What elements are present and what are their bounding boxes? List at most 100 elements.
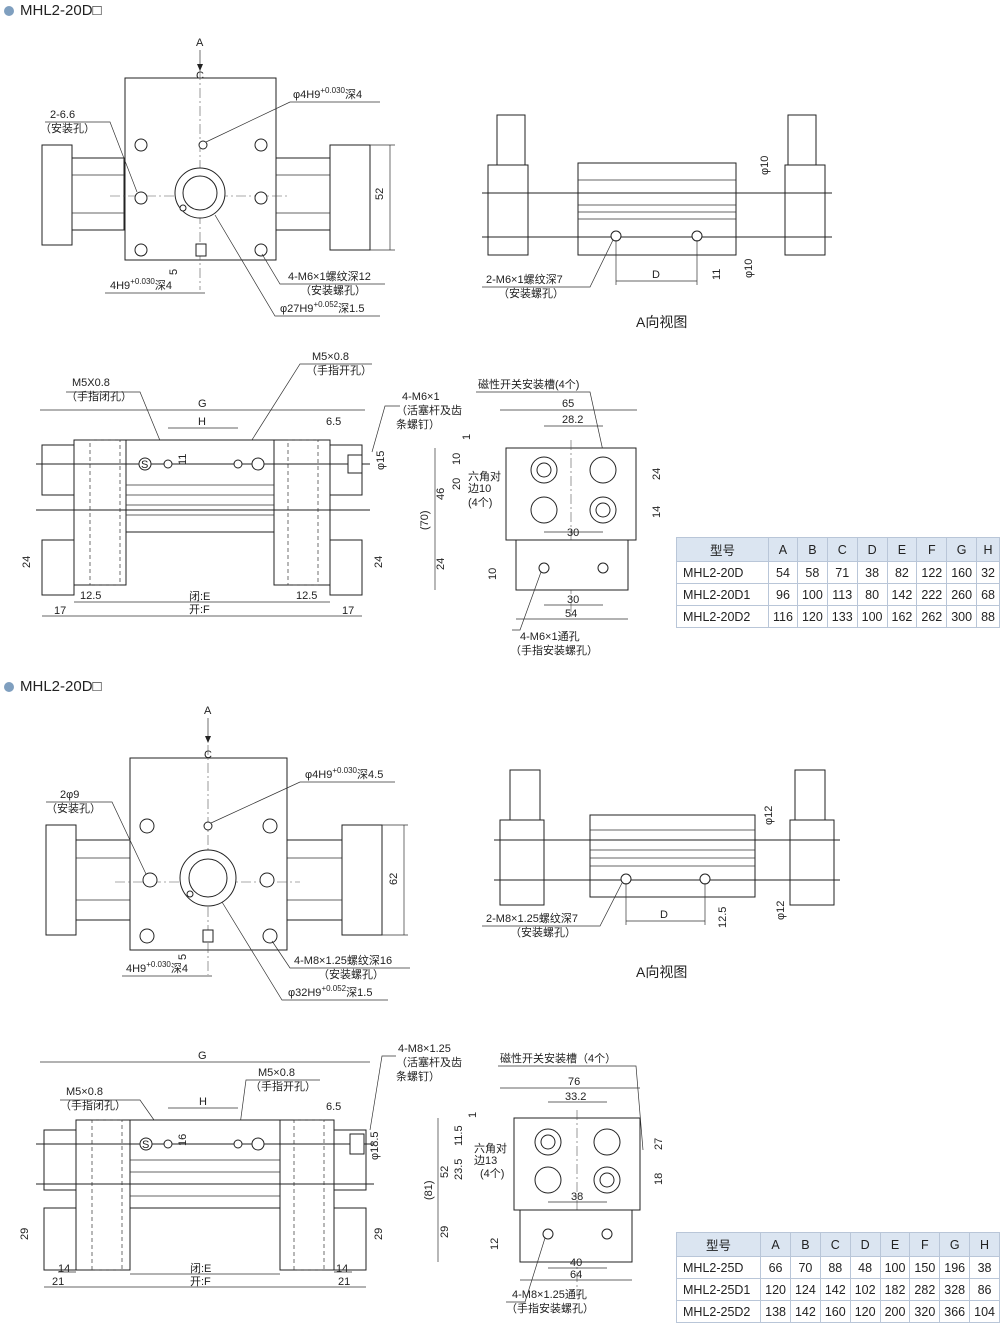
table-cell: 100	[879, 1256, 911, 1279]
piston-dia-label: φ15	[375, 451, 387, 470]
table-row: MHL2-20D1 96 100 113 80 142 222 260 68	[676, 583, 1000, 606]
end-span1-label: 38	[571, 1191, 583, 1203]
table-cell: 80	[856, 583, 888, 606]
table-header-cell: G	[939, 1232, 971, 1257]
table-cell: 100	[856, 605, 888, 628]
table-cell: 196	[939, 1256, 971, 1279]
finger-h-left-label: 24	[21, 556, 33, 568]
table-cell: 120	[796, 605, 828, 628]
dim-d-label: D	[660, 909, 668, 921]
end-d5-label: 29	[439, 1226, 451, 1238]
side-screw-note: （安装螺孔）	[510, 925, 576, 939]
open-port-label: M5×0.8	[312, 351, 349, 363]
table-cell: 86	[969, 1278, 1000, 1301]
piston-screw-note-2: 条螺钉）	[396, 1069, 440, 1083]
table-header-row: 型号 A B C D E F G H	[676, 537, 1000, 562]
piston-offset-label: 6.5	[326, 416, 341, 428]
edge-right-label: 14	[336, 1263, 348, 1275]
table-header-cell: A	[768, 537, 798, 562]
table-header-cell: 型号	[675, 1232, 762, 1257]
table-cell: 138	[760, 1300, 791, 1323]
edge-left-label: 14	[58, 1263, 70, 1275]
table-cell: 328	[939, 1278, 971, 1301]
side-view-label: A向视图	[636, 964, 688, 980]
end-span1-label: 30	[567, 527, 579, 539]
finger-h-right-label: 24	[373, 556, 385, 568]
hole-span-label: 28.2	[562, 414, 583, 426]
table-cell: 366	[939, 1300, 971, 1323]
top-view-drawing: G M5×0.8 （手指开孔） M5×0.8 （手指闭孔） 4-M8×1.25 …	[19, 1043, 462, 1288]
table-cell: 70	[789, 1256, 821, 1279]
table-header-cell: H	[976, 537, 1000, 562]
width-label: 65	[562, 398, 574, 410]
rod-dia-top-label: φ12	[763, 806, 775, 825]
table-cell: MHL2-20D	[676, 561, 769, 584]
offset-dim-label: 5	[177, 954, 189, 960]
bullet-icon	[4, 681, 14, 692]
table-cell: MHL2-20D1	[676, 583, 769, 606]
table-cell: MHL2-25D1	[675, 1278, 762, 1301]
end-d2-label: 10	[451, 453, 463, 465]
end-d1-label: 1	[467, 1112, 479, 1118]
table-cell: 104	[969, 1300, 1000, 1323]
piston-screw-note-1: （活塞杆及齿	[396, 403, 462, 417]
spec-table: 型号 A B C D E F G H MHL2-20D 54 58 71 38 …	[676, 537, 1000, 628]
pin-hole-top-label: φ4H9+0.030深4.5	[305, 766, 383, 781]
height-dim-label: 52	[374, 188, 386, 200]
table-cell: 113	[826, 583, 858, 606]
screw-note: （安装螺孔）	[300, 283, 366, 297]
front-view-drawing: A C B A 52 2-6.6 （安装孔） φ4H9+0.030深4 5 4H…	[40, 37, 395, 317]
hole-span-label: 33.2	[565, 1091, 586, 1103]
side-screw-note: （安装螺孔）	[498, 286, 564, 300]
table-row: MHL2-20D2 116 120 133 100 162 262 300 88	[676, 605, 1000, 628]
table-cell: 160	[946, 561, 978, 584]
sensor-symbol: S	[141, 459, 148, 471]
table-header-cell: F	[909, 1232, 941, 1257]
piston-screw-label: 4-M8×1.25	[398, 1043, 451, 1055]
side-view-label: A向视图	[636, 314, 688, 330]
rod-dia-bottom-label: φ10	[743, 259, 755, 278]
end-span2-label: 40	[570, 1257, 582, 1269]
table-cell: 32	[976, 561, 1000, 584]
dim-h-label: H	[198, 416, 206, 428]
offset-label: 12.5	[717, 907, 729, 928]
table-row: MHL2-25D2 138 142 160 120 200 320 366 10…	[675, 1300, 1000, 1323]
table-row: MHL2-20D 54 58 71 38 82 122 160 32	[676, 561, 1000, 584]
table-cell: 100	[796, 583, 828, 606]
table-cell: 71	[826, 561, 858, 584]
end-base-label: 64	[570, 1269, 582, 1281]
thru-label: 4-M6×1通孔	[520, 630, 580, 643]
piston-screw-label: 4-M6×1	[402, 391, 440, 403]
table-header-cell: G	[946, 537, 978, 562]
view-arrow-label: A	[204, 705, 212, 717]
table-cell: MHL2-25D	[675, 1256, 762, 1279]
table-header-cell: C	[826, 537, 858, 562]
table-cell: 150	[909, 1256, 941, 1279]
spec-table: 型号 A B C D E F G H MHL2-25D 66 70 88 48 …	[675, 1232, 1000, 1323]
section-title: MHL2-20D□	[4, 678, 102, 695]
table-cell: MHL2-20D2	[676, 605, 769, 628]
table-cell: MHL2-25D2	[675, 1300, 762, 1323]
table-cell: 82	[886, 561, 918, 584]
hex-size-label: 边13	[474, 1154, 497, 1167]
dim-g-label: G	[198, 1050, 207, 1062]
table-header-cell: E	[886, 537, 918, 562]
slot-label: 磁性开关安装槽（4个）	[500, 1051, 616, 1065]
side-screw-label: 2-M6×1螺纹深7	[486, 272, 563, 286]
end-right2-label: 18	[653, 1173, 665, 1185]
table-header-cell: D	[856, 537, 888, 562]
table-cell: 96	[768, 583, 798, 606]
open-dim-label: 开:F	[189, 604, 210, 616]
end-span2-label: 30	[567, 594, 579, 606]
screw-label: 4-M6×1螺纹深12	[288, 269, 371, 283]
table-cell: 124	[789, 1278, 821, 1301]
end-d6-label: 12	[489, 1238, 501, 1250]
offset-dim-label: 5	[168, 269, 180, 275]
close-dim-label: 闭:E	[190, 1262, 211, 1275]
table-cell: 88	[819, 1256, 851, 1279]
end-d4-label: 52	[439, 1166, 451, 1178]
mount-holes-note: （安装孔）	[46, 801, 101, 815]
port-height-label: 16	[177, 1134, 189, 1146]
table-header-cell: A	[760, 1232, 791, 1257]
mount-holes-note: （安装孔）	[40, 121, 95, 135]
